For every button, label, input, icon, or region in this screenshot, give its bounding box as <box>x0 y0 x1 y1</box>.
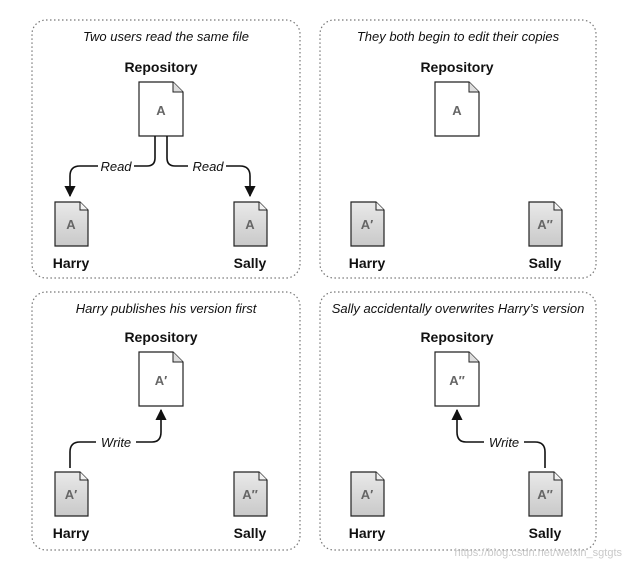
harry-label: Harry <box>53 525 90 541</box>
sally-document-label: A <box>245 217 255 232</box>
panel-border <box>319 19 597 279</box>
panel-title: Sally accidentally overwrites Harry’s ve… <box>332 301 585 316</box>
repository-label: Repository <box>420 329 493 345</box>
panel-read: Two users read the same file Repository … <box>31 19 301 279</box>
watermark: https://blog.csdn.net/weixin_sgtgts <box>454 547 622 559</box>
repository-document-icon <box>138 351 184 407</box>
read-connector-right <box>166 136 256 198</box>
sally-label: Sally <box>234 255 267 271</box>
sally-label: Sally <box>234 525 267 541</box>
sally-document-icon <box>528 201 563 247</box>
panel-sally-overwrites: Sally accidentally overwrites Harry’s ve… <box>319 291 597 551</box>
repository-document-icon <box>138 81 184 137</box>
panel-title: They both begin to edit their copies <box>357 29 560 44</box>
write-connector <box>69 408 167 468</box>
repository-label: Repository <box>420 59 493 75</box>
repository-label: Repository <box>124 59 197 75</box>
read-edge-label-right: Read <box>192 159 224 174</box>
harry-label: Harry <box>349 525 386 541</box>
harry-document-label: A <box>66 217 76 232</box>
sally-document-icon <box>233 471 268 517</box>
repository-document-label: A′ <box>155 373 168 388</box>
write-edge-label: Write <box>101 435 131 450</box>
panel-border <box>319 291 597 551</box>
write-connector <box>451 408 546 468</box>
sally-document-label: A″ <box>242 487 258 502</box>
read-edge-label-left: Read <box>100 159 132 174</box>
repository-document-icon <box>434 351 480 407</box>
repository-document-icon <box>434 81 480 137</box>
panel-title: Harry publishes his version first <box>76 301 258 316</box>
write-edge-label: Write <box>489 435 519 450</box>
sally-label: Sally <box>529 255 562 271</box>
harry-document-icon <box>54 471 89 517</box>
harry-document-label: A′ <box>361 487 374 502</box>
harry-document-icon <box>54 201 89 247</box>
panel-border <box>31 19 301 279</box>
harry-document-label: A′ <box>65 487 78 502</box>
repository-document-label: A <box>452 103 462 118</box>
sally-label: Sally <box>529 525 562 541</box>
repository-document-label: A″ <box>449 373 465 388</box>
harry-document-label: A′ <box>361 217 374 232</box>
panel-title: Two users read the same file <box>83 29 249 44</box>
harry-label: Harry <box>349 255 386 271</box>
panel-border <box>31 291 301 551</box>
repository-document-label: A <box>156 103 166 118</box>
sally-document-icon <box>233 201 268 247</box>
repository-label: Repository <box>124 329 197 345</box>
harry-label: Harry <box>53 255 90 271</box>
panel-edit: They both begin to edit their copies Rep… <box>319 19 597 279</box>
panel-harry-publishes: Harry publishes his version first Reposi… <box>31 291 301 551</box>
sally-document-label: A″ <box>537 487 553 502</box>
harry-document-icon <box>350 471 385 517</box>
sally-document-icon <box>528 471 563 517</box>
harry-document-icon <box>350 201 385 247</box>
read-connector-left <box>64 136 156 198</box>
sally-document-label: A″ <box>537 217 553 232</box>
